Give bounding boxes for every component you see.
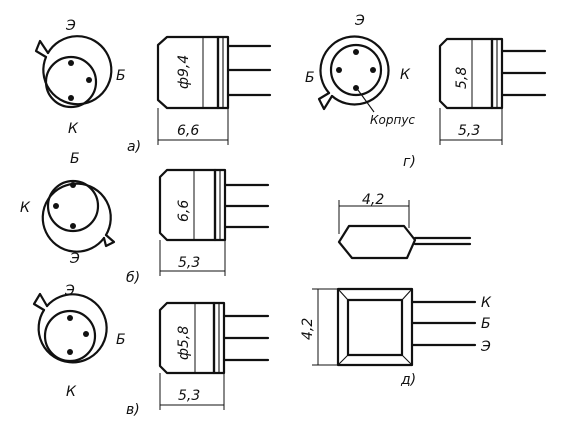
variant-a-tag: а) (127, 139, 141, 155)
variant-d: 4,2 4,2 К Б Э д) (300, 192, 492, 388)
variant-a-pin-bottom: К (68, 121, 79, 137)
variant-v: Э Б К ф5,8 5,3 в) (32, 283, 270, 418)
variant-g-pin-right: К (400, 67, 411, 83)
variant-d-lead-3: Э (480, 339, 491, 355)
variant-g-end-view (317, 35, 390, 113)
variant-a-diameter: ф9,4 (176, 55, 192, 89)
variant-a: Э Б К ф9,4 6,6 а) (34, 18, 272, 155)
variant-v-length: 5,3 (178, 388, 200, 404)
variant-v-pin-top: Э (64, 283, 75, 299)
variant-g-pin-top: Э (354, 13, 365, 29)
variant-b: Б К Э 6,6 5,3 б) (20, 151, 270, 286)
variant-d-lead-2: Б (481, 316, 491, 332)
variant-g: Э Б К Корпус 5,8 5,3 г) (305, 13, 547, 170)
variant-b-pin-bottom: Э (69, 251, 80, 267)
variant-b-pin-left: К (20, 200, 31, 216)
variant-v-tag: в) (126, 402, 140, 418)
variant-g-length: 5,3 (458, 123, 480, 139)
variant-d-side-view (337, 200, 472, 260)
variant-b-diameter: 6,6 (176, 200, 192, 222)
variant-d-width: 4,2 (362, 192, 384, 208)
variant-v-end-view (32, 292, 108, 364)
variant-d-front-view (312, 287, 477, 367)
variant-a-pin-right: Б (116, 68, 126, 84)
variant-b-length: 5,3 (178, 255, 200, 271)
variant-a-length: 6,6 (177, 123, 199, 139)
variant-d-tag: д) (400, 372, 416, 388)
variant-d-lead-1: К (481, 295, 492, 311)
variant-v-diameter: ф5,8 (176, 326, 192, 360)
variant-b-tag: б) (126, 270, 140, 286)
variant-v-pin-right: Б (116, 332, 126, 348)
variant-a-end-view (34, 35, 113, 109)
variant-b-side-view (158, 168, 270, 276)
variant-g-tag: г) (403, 154, 416, 170)
variant-b-pin-top: Б (70, 151, 80, 167)
variant-g-side-view (438, 37, 547, 145)
variant-v-side-view (158, 301, 270, 410)
variant-d-height: 4,2 (300, 318, 316, 340)
variant-g-case-label: Корпус (370, 113, 415, 127)
variant-g-diameter: 5,8 (454, 67, 470, 89)
variant-v-pin-bottom: К (66, 384, 77, 400)
variant-a-pin-top: Э (65, 18, 76, 34)
variant-g-pin-left: Б (305, 70, 315, 86)
variant-a-side-view (156, 35, 272, 145)
variant-b-end-view (41, 179, 116, 253)
